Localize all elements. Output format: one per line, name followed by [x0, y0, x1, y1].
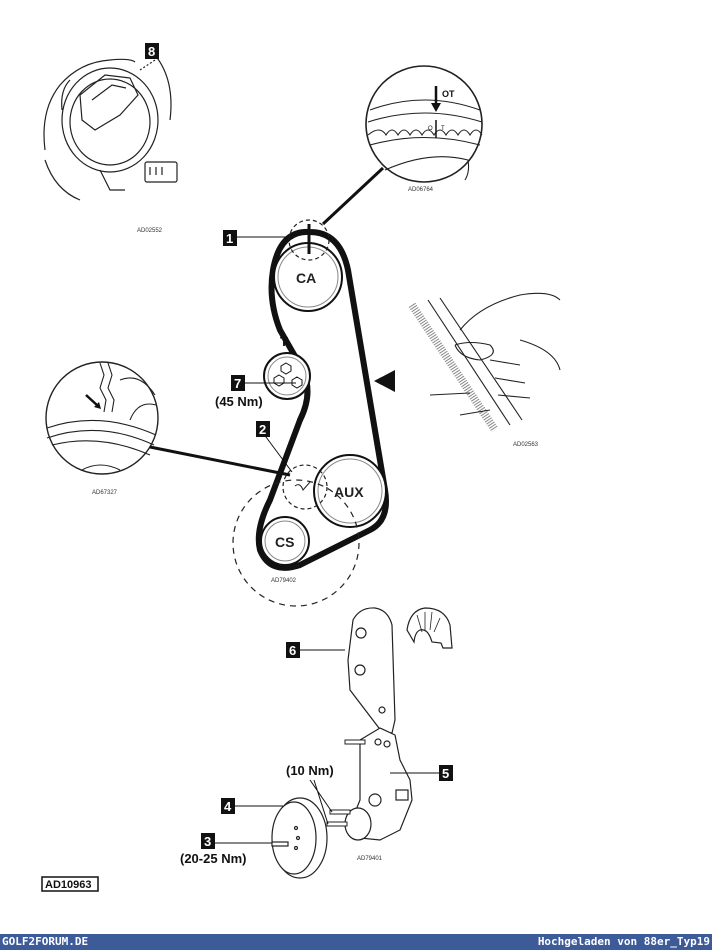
leader-line — [321, 166, 385, 226]
cover-segment — [406, 607, 453, 649]
torque-bracket-bolts: (10 Nm) — [286, 763, 334, 778]
callout-2: 2 — [256, 421, 293, 473]
callout-5: 5 — [390, 765, 453, 781]
belt-check-detail — [408, 292, 561, 433]
distributor-detail — [43, 54, 178, 201]
pulley-camshaft: CA — [273, 242, 343, 312]
mark-t: T — [441, 126, 445, 132]
svg-text:8: 8 — [148, 44, 155, 59]
timing-cover-plate — [347, 607, 396, 734]
svg-text:AD10963: AD10963 — [45, 879, 91, 891]
crank-mark-zone — [282, 464, 328, 510]
ref-crank-mark: AD67327 — [92, 490, 118, 496]
mark-ot: OT — [442, 89, 455, 99]
bracket-bolts — [326, 739, 366, 827]
mark-o: O — [428, 126, 433, 132]
svg-text:CS: CS — [275, 534, 294, 550]
callout-6: 6 — [286, 642, 345, 658]
pulley-crankshaft: CS — [260, 516, 310, 566]
ref-belt-check: AD02563 — [513, 442, 539, 448]
leader-line — [149, 445, 291, 477]
svg-text:1: 1 — [226, 231, 233, 246]
footer-bar: GOLF2FORUM.DE Hochgeladen von 88er_Typ19 — [0, 934, 712, 950]
camshaft-mark-detail: OT O T — [365, 65, 483, 183]
ref-camshaft-mark: AD06764 — [408, 187, 434, 193]
ref-bracket: AD79401 — [357, 856, 383, 862]
ref-crank-zone: AD79402 — [271, 578, 297, 584]
pulley-auxiliary: AUX — [313, 454, 387, 528]
crank-mark-detail — [45, 361, 159, 475]
site-link[interactable]: GOLF2FORUM.DE — [2, 935, 89, 948]
svg-text:3: 3 — [204, 834, 211, 849]
rotation-arrow-icon — [374, 370, 395, 392]
svg-text:4: 4 — [224, 799, 232, 814]
callout-1: 1 — [223, 230, 290, 246]
svg-text:AUX: AUX — [334, 484, 364, 500]
callout-4: 4 — [221, 798, 283, 814]
label-tensioner: T — [280, 334, 288, 349]
callout-8: 8 — [145, 43, 159, 59]
torque-7: (45 Nm) — [215, 394, 263, 409]
uploader-text: Hochgeladen von 88er_Typ19 — [537, 935, 710, 948]
svg-text:6: 6 — [289, 643, 296, 658]
ref-distributor: AD02552 — [137, 228, 163, 234]
cam-mark-zone — [288, 219, 330, 261]
svg-text:CA: CA — [296, 270, 316, 286]
pulley-tensioner: T — [263, 334, 311, 400]
tensioner-bracket — [344, 727, 413, 841]
figure-reference: AD10963 — [41, 876, 99, 892]
svg-text:5: 5 — [442, 766, 449, 781]
callout-3: 3 (20-25 Nm) — [180, 833, 272, 866]
callout-7: 7 (45 Nm) — [215, 375, 296, 409]
svg-text:2: 2 — [259, 422, 266, 437]
crankshaft-zone — [232, 479, 360, 607]
svg-text:7: 7 — [234, 376, 241, 391]
crankshaft-pulley — [271, 797, 328, 879]
torque-3: (20-25 Nm) — [180, 851, 246, 866]
